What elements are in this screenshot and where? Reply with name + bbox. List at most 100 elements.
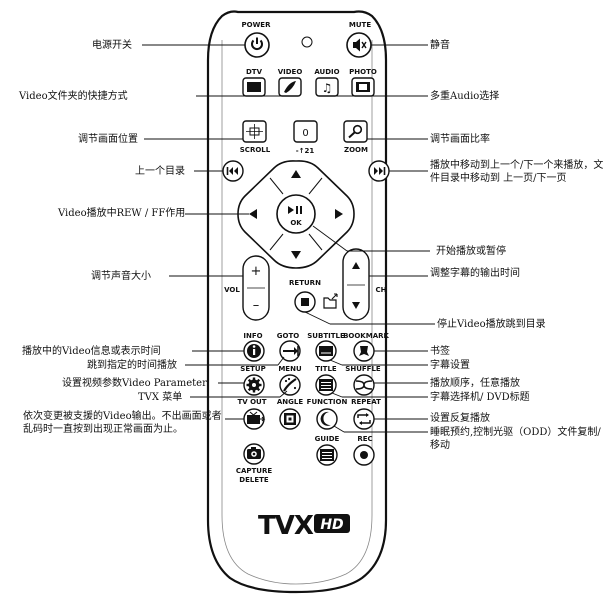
channel-up-icon — [352, 262, 360, 269]
dtv-button[interactable] — [242, 77, 266, 97]
annotation-multi-audio: 多重Audio选择 — [430, 91, 500, 102]
remote-inner-edge — [221, 40, 373, 585]
tv-icon — [247, 82, 261, 92]
subtitle-icon — [319, 346, 333, 356]
title-button[interactable] — [315, 374, 337, 396]
setup-button[interactable] — [243, 374, 265, 396]
audio-button[interactable]: ♫ — [315, 77, 339, 97]
bookmark-button[interactable] — [353, 340, 375, 362]
callout-menu-v — [279, 390, 288, 398]
volume-rocker[interactable]: + – — [242, 255, 270, 321]
callout-goto-v — [277, 356, 285, 366]
music-note-icon: ♫ — [322, 81, 333, 95]
play-pause-icon — [288, 206, 302, 214]
ok-button[interactable]: OK — [276, 194, 316, 234]
magnifier-icon — [348, 124, 363, 139]
shuffle-button[interactable] — [353, 374, 375, 396]
rec-label: REC — [357, 435, 372, 443]
channel-rocker[interactable] — [342, 248, 370, 321]
annotation-adjust-ratio: 调节画面比率 — [430, 134, 490, 145]
scroll-label: SCROLL — [240, 146, 271, 154]
function-button[interactable] — [316, 408, 338, 430]
repeat-button[interactable] — [353, 408, 375, 430]
annotation-next-prev: 播放中移动到上一个/下一个来播放，文件目录中移动到 上一页/下一页 — [430, 160, 604, 184]
volume-up-icon: + — [251, 264, 262, 279]
dpad-down-button[interactable] — [291, 251, 301, 259]
scroll-icon — [246, 124, 263, 139]
info-button[interactable] — [243, 340, 265, 362]
arrow-up-icon — [291, 170, 301, 178]
annotation-stop-return: 停止Video播放跳到目录 — [437, 319, 546, 330]
angle-icon — [284, 413, 296, 425]
dpad-left-button[interactable] — [249, 209, 257, 219]
ok-label: OK — [290, 219, 302, 227]
dpad-up-button[interactable] — [291, 170, 301, 178]
return-label: RETURN — [289, 279, 321, 287]
annotation-subtitle-dvd: 字幕选择机/ DVD标题 — [430, 392, 530, 403]
video-label: VIDEO — [278, 68, 303, 76]
setup-label: SETUP — [240, 365, 265, 373]
capture-button[interactable] — [243, 443, 265, 465]
annotation-play-pause: 开始播放或暂停 — [436, 246, 506, 257]
channel-down-icon — [352, 302, 360, 309]
logo-badge-text: HD — [320, 517, 343, 533]
gear-icon — [246, 377, 262, 393]
annotation-repeat: 设置反复播放 — [430, 413, 490, 424]
annotation-rew-ff: Video播放中REW / FF作用 — [58, 208, 186, 219]
annotation-info: 播放中的Video信息或表示时间 — [22, 346, 161, 357]
zero-button[interactable]: 0 — [293, 120, 318, 143]
annotation-power-switch: 电源开关 — [92, 40, 132, 51]
shuffle-label: SHUFFLE — [345, 365, 381, 373]
arrow-left-icon — [249, 209, 257, 219]
photo-button[interactable] — [351, 77, 375, 97]
repeat-label: REPEAT — [351, 398, 381, 406]
vol-label: VOL — [224, 286, 240, 294]
mute-icon — [353, 38, 367, 52]
guide-button[interactable] — [316, 444, 338, 466]
capture-label: CAPTURE — [236, 467, 273, 475]
annotation-subtitle-set: 字幕设置 — [430, 360, 470, 371]
mute-button[interactable] — [346, 32, 372, 58]
menu-label: MENU — [278, 365, 302, 373]
skip-back-icon — [226, 167, 238, 175]
subtitle-label: SUBTITLE — [307, 332, 345, 340]
zero-key-label: 0 — [302, 128, 308, 139]
bookmark-icon — [359, 346, 369, 356]
indicator-led — [301, 36, 313, 48]
logo-text: TVX — [258, 511, 314, 541]
stop-icon — [301, 298, 309, 306]
zoom-button[interactable] — [343, 120, 368, 143]
callout-function — [333, 425, 345, 433]
repeat-icon — [357, 413, 371, 425]
angle-button[interactable] — [279, 408, 301, 430]
rec-button[interactable] — [353, 444, 375, 466]
dash21-label: -↑21 — [296, 147, 315, 155]
annotation-volume: 调节声音大小 — [91, 271, 151, 282]
menu-button[interactable] — [279, 374, 301, 396]
title-icon — [319, 379, 333, 391]
guide-icon — [320, 449, 334, 461]
volume-down-icon: – — [253, 298, 260, 313]
prev-button[interactable] — [222, 160, 244, 182]
next-button[interactable] — [368, 160, 390, 182]
dpad-right-button[interactable] — [335, 209, 343, 219]
power-icon — [251, 37, 263, 50]
scroll-button[interactable] — [242, 120, 267, 143]
goto-button[interactable] — [279, 340, 301, 362]
photo-label: PHOTO — [349, 68, 377, 76]
annotation-mute: 静音 — [430, 40, 450, 51]
subtitle-button[interactable] — [315, 340, 337, 362]
video-button[interactable] — [278, 77, 302, 97]
tv-out-icon — [247, 411, 266, 424]
annotation-video-shortcut: Video文件夹的快捷方式 — [19, 91, 128, 102]
record-icon — [360, 451, 368, 459]
power-button[interactable] — [244, 32, 270, 58]
stop-return-button[interactable] — [294, 291, 316, 313]
annotation-tvx-menu: TVX 菜单 — [138, 392, 183, 403]
goto-arrow-icon — [283, 346, 299, 356]
annotation-prev-dir: 上一个目录 — [135, 166, 185, 177]
brand-logo: TVX HD — [258, 511, 350, 541]
shuffle-icon — [355, 380, 373, 390]
tvout-button[interactable] — [243, 408, 266, 430]
